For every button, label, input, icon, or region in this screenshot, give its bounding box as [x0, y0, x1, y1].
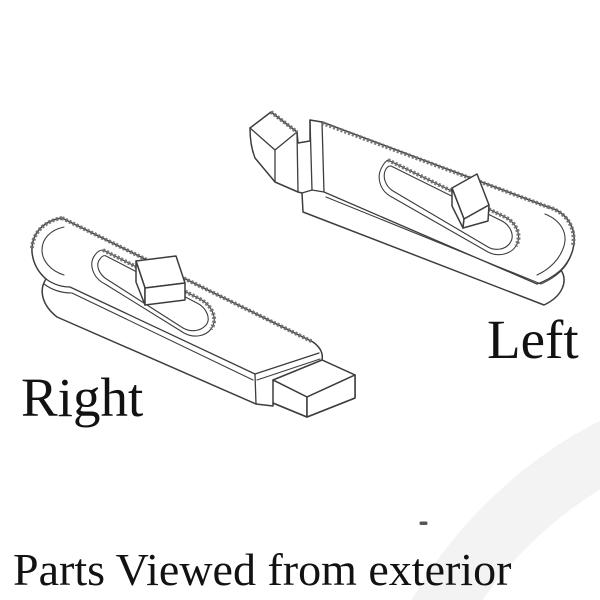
right-part-hatched-far-edge	[61, 216, 314, 344]
left-part-recess-inner	[383, 165, 513, 250]
right-part-hatched-cap	[30, 216, 63, 249]
left-part-hatched-recess	[387, 158, 521, 248]
right-part-cap-edge	[45, 278, 256, 375]
right-part-cut-edge	[254, 352, 320, 375]
left-part-flange-bottom	[325, 196, 572, 285]
right-part-button-front-face	[144, 282, 186, 306]
left-tilt-latch-drawing	[249, 110, 576, 306]
right-part-end-vertical	[254, 373, 257, 405]
right-tilt-latch-drawing	[30, 216, 356, 418]
right-part-flange-bottom	[43, 283, 254, 381]
left-part-housing-end-edge	[301, 189, 313, 194]
left-part-button-front-face	[462, 204, 490, 229]
right-part-hatched-recess	[102, 248, 217, 331]
left-part-hatched-bolt-edge	[269, 110, 299, 134]
left-part-hatched-far-edge	[321, 121, 549, 209]
left-part-bolt-edges	[249, 127, 299, 193]
left-part-hatched-cap	[547, 205, 576, 246]
right-part-cut-edge-lower	[256, 358, 321, 381]
diagram-caption: Parts Viewed from exterior	[13, 544, 512, 595]
left-part-near-edge	[323, 191, 538, 285]
speck-mark	[419, 521, 428, 525]
right-part-recess-inner	[97, 255, 209, 332]
left-part-end-strip	[309, 119, 325, 193]
left-part-cap-fillet	[536, 213, 566, 276]
right-part-cap-fillet	[41, 226, 65, 276]
right-part-label: Right	[21, 367, 144, 428]
left-part-label: Left	[487, 309, 579, 370]
right-part-bolt-right-face	[306, 374, 356, 418]
